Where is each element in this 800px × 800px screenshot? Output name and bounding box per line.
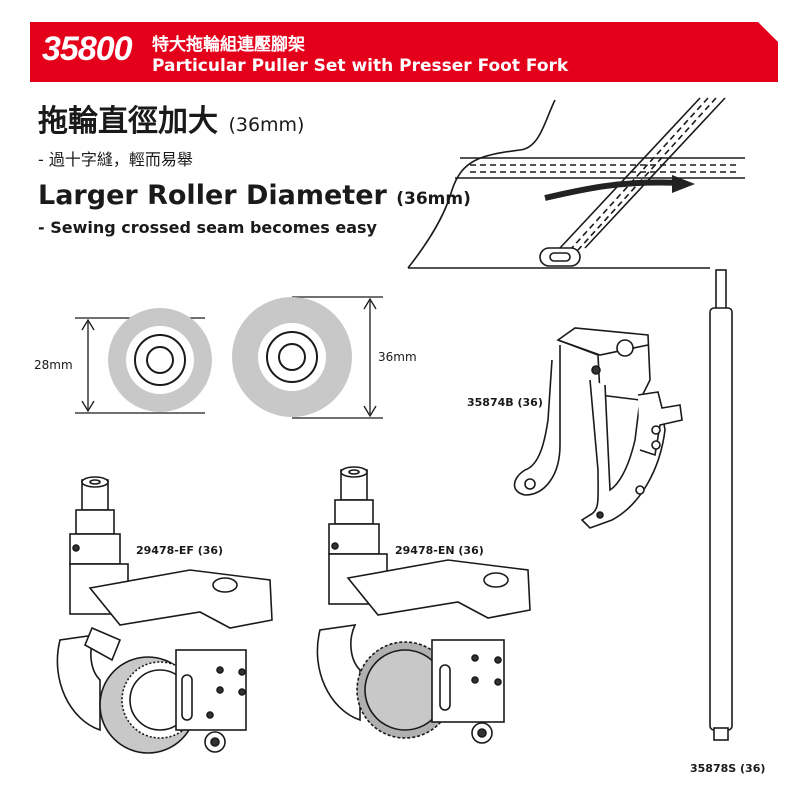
- part-label-shaft: 35878S (36): [690, 762, 766, 775]
- product-title-en: Particular Puller Set with Presser Foot …: [152, 56, 569, 76]
- product-title-zh: 特大拖輪組連壓腳架: [152, 35, 305, 55]
- part-label-fork: 35874B (36): [467, 396, 543, 409]
- product-code: 35800: [42, 30, 133, 68]
- shaft-illustration: [709, 269, 733, 741]
- feature-heading-zh-text: 拖輪直徑加大: [38, 104, 218, 139]
- fabric-seam-illustration: [407, 97, 745, 269]
- banner-shape: [30, 22, 778, 82]
- puller-ef-illustration: [56, 476, 273, 754]
- feature-heading-zh: 拖輪直徑加大 (36mm): [38, 96, 304, 140]
- feature-heading-zh-size: (36mm): [228, 114, 305, 136]
- large-roller-dimension: 36mm: [378, 350, 417, 364]
- feature-heading-en-text: Larger Roller Diameter: [38, 180, 387, 211]
- part-label-puller-en: 29478-EN (36): [395, 544, 484, 557]
- roller-size-comparison: [75, 296, 383, 419]
- feature-heading-en-size: (36mm): [396, 189, 471, 209]
- feature-heading-en: Larger Roller Diameter (36mm): [38, 180, 471, 211]
- feature-desc-zh: - 過十字縫，輕而易舉: [38, 150, 193, 169]
- part-label-puller-ef: 29478-EF (36): [136, 544, 224, 557]
- presser-foot-fork-illustration: [513, 327, 683, 529]
- header-banner: [30, 22, 778, 82]
- small-roller-dimension: 28mm: [34, 358, 73, 372]
- puller-en-illustration: [316, 466, 531, 744]
- feature-desc-en: - Sewing crossed seam becomes easy: [38, 218, 377, 237]
